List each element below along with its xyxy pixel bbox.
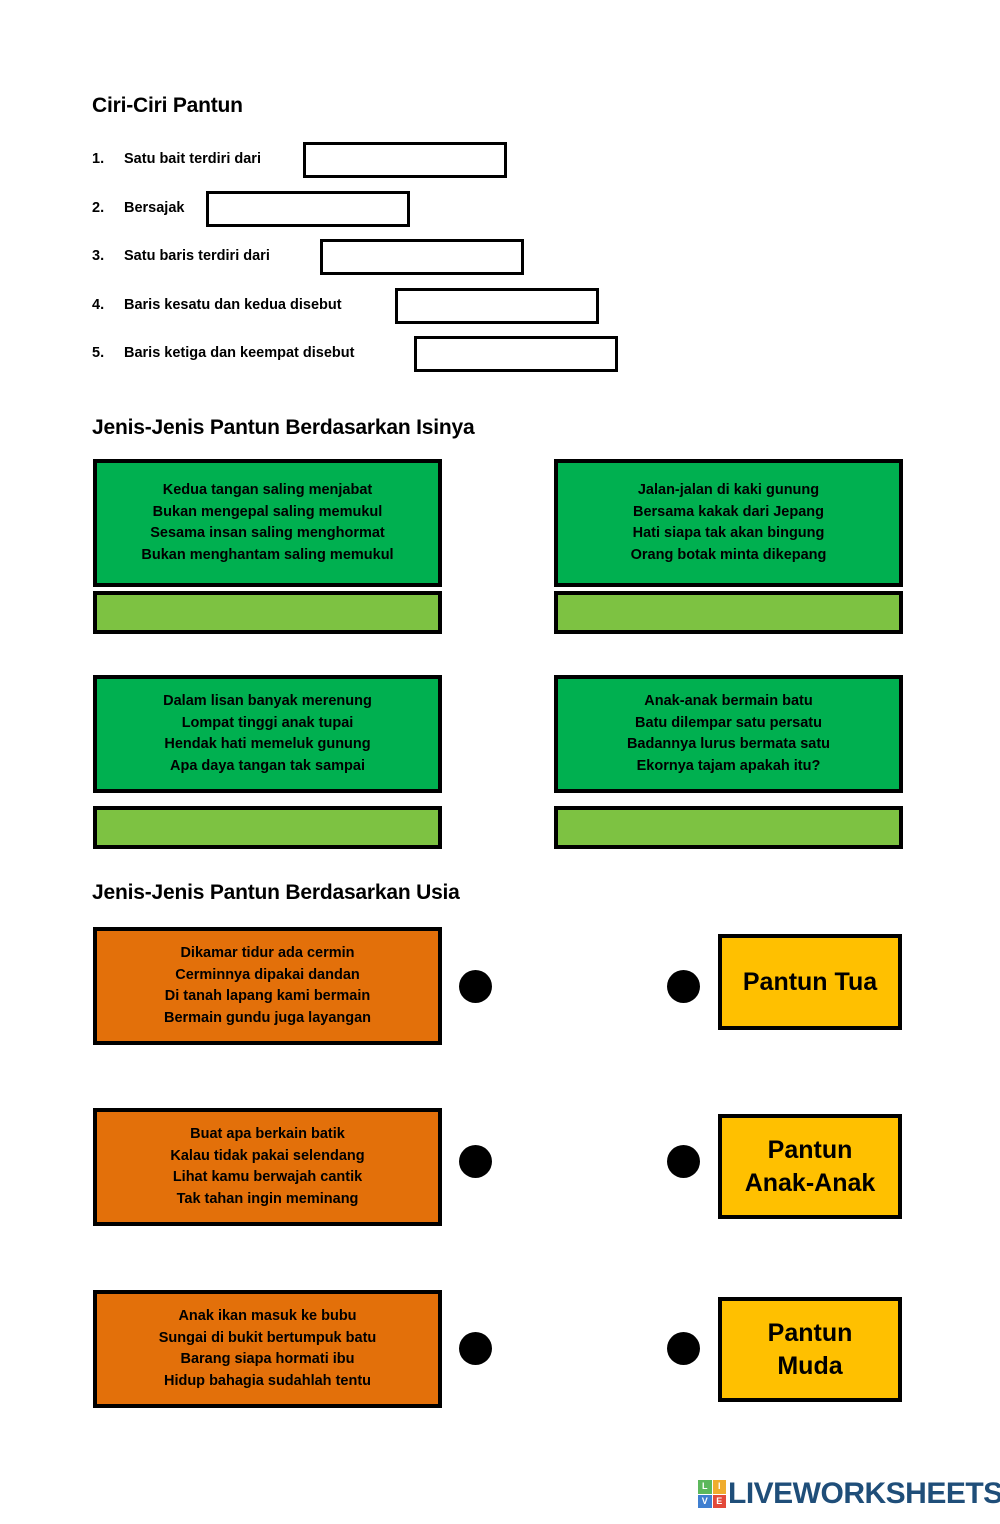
pantun-line: Dikamar tidur ada cermin: [180, 945, 355, 961]
ciri-item-1-number: 1.: [92, 151, 105, 167]
ciri-item-4: 4. Baris kesatu dan kedua disebut: [92, 287, 342, 323]
pantun-line: Dalam lisan banyak merenung: [163, 693, 372, 709]
pantun-line: Bukan mengepal saling memukul: [152, 503, 383, 520]
pantun-card-usia-1: Dikamar tidur ada cermin Cerminnya dipak…: [93, 927, 442, 1045]
pantun-line: Buat apa berkain batik: [190, 1126, 345, 1142]
isinya-answer-input-4[interactable]: [554, 806, 903, 849]
ciri-item-3: 3. Satu baris terdiri dari: [92, 238, 270, 274]
pantun-card-usia-2: Buat apa berkain batik Kalau tidak pakai…: [93, 1108, 442, 1226]
pantun-line: Jalan-jalan di kaki gunung: [637, 482, 820, 498]
ciri-item-5-label: Baris ketiga dan keempat disebut: [124, 345, 355, 361]
connector-dot-right-2[interactable]: [667, 1145, 700, 1178]
section-heading-ciri-ciri: Ciri-Ciri Pantun: [92, 94, 243, 117]
pantun-card-isinya-2: Jalan-jalan di kaki gunung Bersama kakak…: [554, 459, 903, 587]
pantun-line: Kalau tidak pakai selendang: [170, 1147, 365, 1164]
connector-dot-right-3[interactable]: [667, 1332, 700, 1365]
pantun-line: Tak tahan ingin meminang: [176, 1190, 359, 1207]
ciri-item-5-number: 5.: [92, 345, 105, 361]
logo-tile-i: I: [712, 1480, 726, 1494]
pantun-line: Barang siapa hormati ibu: [180, 1351, 355, 1367]
logo-tile-e: E: [712, 1494, 726, 1508]
pantun-card-isinya-3: Dalam lisan banyak merenung Lompat tingg…: [93, 675, 442, 793]
ciri-answer-input-1[interactable]: [303, 142, 507, 178]
ciri-item-2-number: 2.: [92, 200, 105, 216]
pantun-line: Bersama kakak dari Jepang: [632, 503, 825, 520]
pantun-line: Batu dilempar satu persatu: [635, 714, 822, 731]
pantun-line: Hendak hati memeluk gunung: [164, 736, 371, 752]
pantun-line: Sesama insan saling menghormat: [150, 525, 385, 541]
ciri-answer-input-5[interactable]: [414, 336, 618, 372]
liveworksheets-wordmark: LIVEWORKSHEETS: [728, 1477, 1000, 1510]
pantun-card-isinya-1: Kedua tangan saling menjabat Bukan menge…: [93, 459, 442, 587]
label-line: Pantun: [767, 1135, 853, 1164]
ciri-answer-input-3[interactable]: [320, 239, 524, 275]
isinya-answer-input-1[interactable]: [93, 591, 442, 634]
pantun-card-isinya-4: Anak-anak bermain batu Batu dilempar sat…: [554, 675, 903, 793]
pantun-line: Di tanah lapang kami bermain: [164, 988, 371, 1004]
label-line: Pantun: [767, 1318, 853, 1347]
ciri-item-1: 1. Satu bait terdiri dari: [92, 141, 261, 177]
pantun-line: Bermain gundu juga layangan: [163, 1009, 372, 1026]
logo-tile-v: V: [698, 1494, 712, 1508]
connector-dot-right-1[interactable]: [667, 970, 700, 1003]
pantun-card-usia-3: Anak ikan masuk ke bubu Sungai di bukit …: [93, 1290, 442, 1408]
pantun-line: Bukan menghantam saling memukul: [141, 546, 394, 563]
pantun-line: Hati siapa tak akan bingung: [632, 525, 825, 541]
label-line: Anak-Anak: [744, 1168, 876, 1197]
label-card-pantun-tua: Pantun Tua: [718, 934, 902, 1030]
isinya-answer-input-3[interactable]: [93, 806, 442, 849]
pantun-line: Orang botak minta dikepang: [630, 546, 827, 563]
ciri-item-1-label: Satu bait terdiri dari: [124, 151, 261, 167]
pantun-line: Hidup bahagia sudahlah tentu: [163, 1372, 372, 1389]
ciri-item-4-label: Baris kesatu dan kedua disebut: [124, 297, 342, 313]
liveworksheets-logo-mark-icon: L I V E: [698, 1480, 726, 1508]
ciri-item-2: 2. Bersajak: [92, 190, 184, 226]
label-card-pantun-muda: Pantun Muda: [718, 1297, 902, 1402]
ciri-answer-input-4[interactable]: [395, 288, 599, 324]
pantun-line: Lihat kamu berwajah cantik: [172, 1169, 363, 1185]
ciri-answer-input-2[interactable]: [206, 191, 410, 227]
label-line: Muda: [777, 1351, 843, 1380]
connector-dot-left-1[interactable]: [459, 970, 492, 1003]
pantun-line: Ekornya tajam apakah itu?: [636, 757, 821, 774]
pantun-line: Lompat tinggi anak tupai: [181, 714, 354, 731]
pantun-line: Cerminnya dipakai dandan: [175, 966, 360, 983]
ciri-item-2-label: Bersajak: [124, 200, 185, 216]
ciri-item-3-number: 3.: [92, 248, 105, 264]
ciri-item-5: 5. Baris ketiga dan keempat disebut: [92, 335, 354, 371]
connector-dot-left-3[interactable]: [459, 1332, 492, 1365]
pantun-line: Kedua tangan saling menjabat: [162, 482, 373, 498]
connector-dot-left-2[interactable]: [459, 1145, 492, 1178]
pantun-line: Anak ikan masuk ke bubu: [178, 1308, 357, 1324]
ciri-item-4-number: 4.: [92, 297, 105, 313]
pantun-line: Badannya lurus bermata satu: [626, 736, 831, 752]
logo-tile-l: L: [698, 1480, 712, 1494]
pantun-line: Anak-anak bermain batu: [644, 693, 813, 709]
label-line: Pantun Tua: [742, 967, 878, 996]
pantun-line: Sungai di bukit bertumpuk batu: [158, 1329, 377, 1346]
ciri-item-3-label: Satu baris terdiri dari: [124, 248, 270, 264]
section-heading-isinya: Jenis-Jenis Pantun Berdasarkan Isinya: [92, 416, 475, 439]
liveworksheets-logo: L I V E LIVEWORKSHEETS: [698, 1479, 1000, 1509]
isinya-answer-input-2[interactable]: [554, 591, 903, 634]
label-card-pantun-anak-anak: Pantun Anak-Anak: [718, 1114, 902, 1219]
pantun-line: Apa daya tangan tak sampai: [169, 757, 365, 774]
section-heading-usia: Jenis-Jenis Pantun Berdasarkan Usia: [92, 881, 460, 904]
